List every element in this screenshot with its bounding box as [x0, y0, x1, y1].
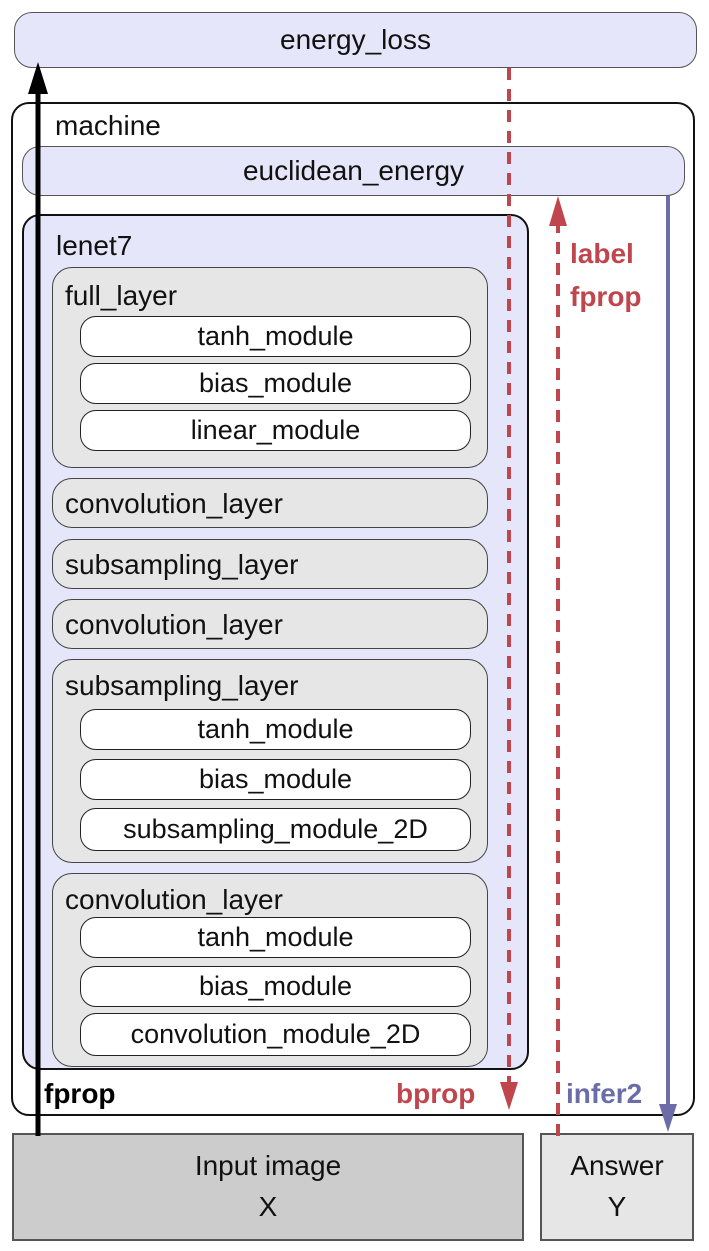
euclidean-energy-label: euclidean_energy: [242, 155, 465, 186]
convolution-layer-label: convolution_layer: [65, 488, 283, 519]
infer2-arrowhead: [659, 1104, 677, 1132]
module-bias: bias_module: [80, 966, 471, 1007]
machine-label: machine: [55, 110, 161, 141]
convolution-layer-label: convolution_layer: [65, 609, 283, 640]
bprop-label: bprop: [396, 1078, 476, 1109]
module-bias: bias_module: [80, 759, 471, 800]
convolution-layer-collapsed-1: convolution_layer: [52, 478, 488, 528]
label-fprop-label-line1: label: [570, 238, 634, 269]
euclidean-energy-box: euclidean_energy: [22, 146, 685, 196]
answer-label: Answer: [570, 1150, 664, 1182]
bprop-arrowhead: [500, 1082, 518, 1110]
subsampling-layer-label: subsampling_layer: [65, 670, 299, 701]
fprop-label: fprop: [44, 1078, 116, 1109]
input-variable-label: X: [258, 1191, 278, 1222]
answer-block: Answer Y: [540, 1133, 694, 1241]
module-tanh: tanh_module: [80, 316, 471, 357]
lenet7-label: lenet7: [56, 230, 133, 261]
convolution-layer-label: convolution_layer: [65, 884, 283, 915]
input-image-label: Input image: [194, 1150, 342, 1182]
module-tanh: tanh_module: [80, 709, 471, 750]
module-convolution-2d: convolution_module_2D: [80, 1013, 471, 1056]
label-fprop-label-line2: fprop: [570, 281, 642, 312]
module-subsampling-2d: subsampling_module_2D: [80, 808, 471, 851]
subsampling-layer-collapsed: subsampling_layer: [52, 539, 488, 589]
input-image-block: Input image X: [12, 1133, 524, 1241]
module-linear: linear_module: [80, 410, 471, 451]
answer-variable-label: Y: [607, 1191, 627, 1222]
infer2-label: infer2: [566, 1078, 643, 1109]
module-bias: bias_module: [80, 363, 471, 404]
subsampling-layer-label: subsampling_layer: [65, 549, 299, 580]
module-tanh: tanh_module: [80, 917, 471, 958]
fprop-arrowhead: [28, 62, 48, 94]
label-fprop-arrowhead: [549, 196, 567, 226]
energy-loss-box: energy_loss: [14, 12, 697, 68]
energy-loss-label: energy_loss: [280, 24, 431, 55]
convolution-layer-collapsed-2: convolution_layer: [52, 599, 488, 649]
full-layer-label: full_layer: [65, 280, 178, 311]
